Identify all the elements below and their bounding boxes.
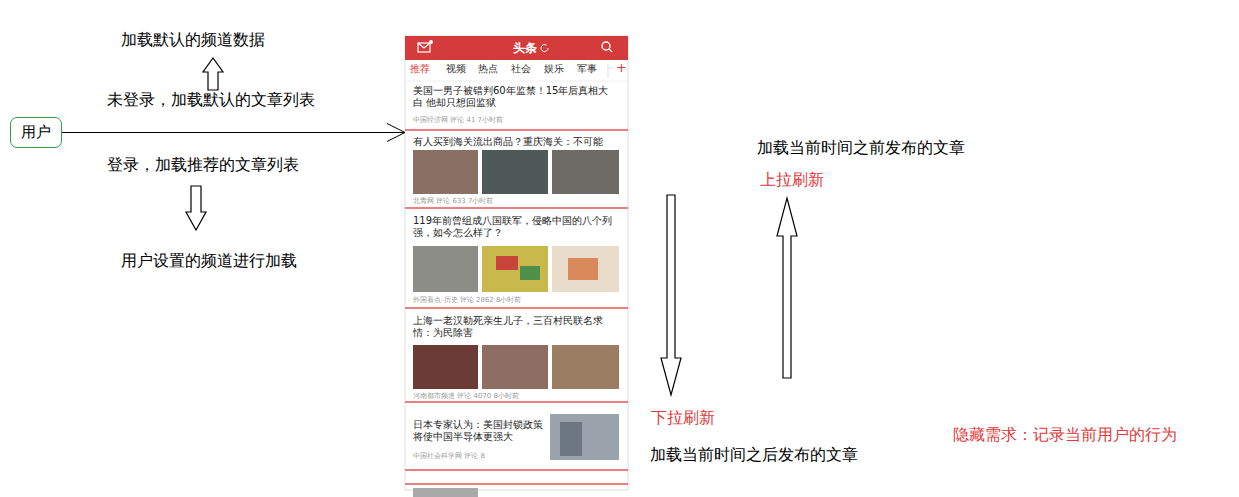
channel-tab: 热点 — [478, 63, 498, 75]
tab-underline — [405, 81, 628, 82]
annotation-label: 加载当前时间之前发布的文章 — [757, 138, 965, 158]
app-title: 头条 — [513, 41, 537, 55]
down-arrow — [186, 186, 206, 230]
search-icon — [602, 42, 612, 52]
news-meta: 中国经济网 评论 41 7小时前 — [413, 116, 503, 124]
down-arrow — [661, 195, 681, 395]
annotation-label: 未登录，加载默认的文章列表 — [107, 90, 315, 110]
annotation-label: 加载默认的频道数据 — [121, 30, 265, 50]
phone-frame — [405, 36, 628, 490]
channel-tab: 社会 — [511, 63, 531, 75]
news-meta: 外国看点-历史 评论 2862 8小时前 — [413, 296, 521, 304]
header-bar — [405, 36, 628, 60]
news-item: 日本专家认为：美国封锁政策将使中国半导体更强大中国社会科学网 评论 8 — [410, 405, 623, 470]
tab-divider — [608, 64, 609, 78]
arrow-head — [387, 124, 405, 142]
news-title: 日本专家认为：美国封锁政策将使中国半导体更强大 — [413, 419, 548, 443]
news-item: 119年前曾组成八国联军，侵略中国的八个列强，如今怎么样了？ 外国看点-历史 评论… — [410, 212, 623, 308]
news-thumbnails — [413, 150, 619, 497]
channel-tab: 视频 — [446, 63, 466, 75]
news-meta: 中国社会科学网 评论 8 — [413, 452, 485, 460]
channel-tab: 军事 — [577, 63, 597, 75]
annotation-label: 加载当前时间之后发布的文章 — [650, 445, 858, 465]
user-box: 用户 — [10, 117, 62, 148]
node-text: 用户 — [21, 123, 51, 141]
news-item: 美国一男子被错判60年监禁！15年后真相大白 他却只想回监狱中国经济网 评论 4… — [410, 82, 623, 130]
news-meta: 河南都市频道 评论 4070 8小时前 — [413, 392, 519, 400]
connector-arrow — [62, 124, 405, 142]
up-arrow — [203, 58, 223, 90]
news-item: 有人买到海关流出商品？重庆海关：不可能北青网 评论 633 7小时前 — [410, 133, 623, 208]
add-channel: + — [616, 60, 627, 76]
news-title: 有人买到海关流出商品？重庆海关：不可能 — [413, 136, 623, 148]
highlight-label: 隐藏需求：记录当前用户的行为 — [953, 425, 1177, 445]
phone-screen: 头条推荐 视频热点 社会 娱乐 军事 + 美国一男子被错判60年监禁！15年后真相大白 他却… — [405, 36, 628, 490]
annotation-label: 登录，加载推荐的文章列表 — [107, 155, 299, 175]
annotation-label: 用户设置的频道进行加载 — [121, 251, 297, 271]
mail-icon — [418, 40, 433, 52]
news-meta: 北青网 评论 633 7小时前 — [413, 197, 494, 205]
item-separators — [405, 130, 628, 484]
up-arrow — [777, 198, 797, 378]
connector-line — [62, 132, 405, 133]
highlight-label: 上拉刷新 — [760, 170, 824, 190]
news-title: 119年前曾组成八国联军，侵略中国的八个列强，如今怎么样了？ — [413, 215, 618, 239]
news-title: 美国一男子被错判60年监禁！15年后真相大白 他却只想回监狱 — [413, 85, 618, 109]
refresh-icon — [541, 45, 548, 52]
news-title: 上海一老汉勒死亲生儿子，三百村民联名求情：为民除害 — [413, 315, 618, 339]
channel-tab: 推荐 — [410, 63, 430, 75]
channel-tab: 娱乐 — [544, 63, 564, 75]
news-item: 上海一老汉勒死亲生儿子，三百村民联名求情：为民除害河南都市频道 评论 4070 … — [410, 312, 623, 402]
highlight-label: 下拉刷新 — [651, 408, 715, 428]
